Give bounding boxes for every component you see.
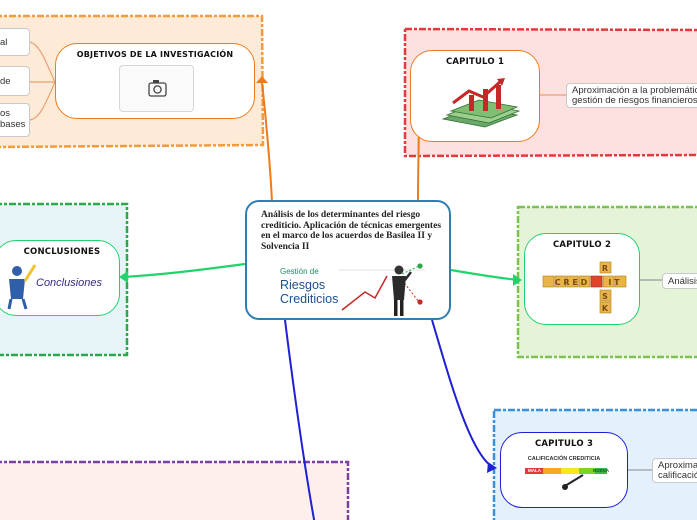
connector-capitulo3 xyxy=(431,319,495,469)
central-image-label-small: Gestión de xyxy=(280,267,319,276)
objetivos-note-2[interactable]: de xyxy=(0,66,30,96)
objetivos-note-1-text: al xyxy=(0,37,8,48)
image-placeholder[interactable] xyxy=(119,65,194,112)
capitulo3-note-text: Aproxima calificació xyxy=(658,460,697,481)
camera-icon xyxy=(148,80,167,97)
connector-objetivos xyxy=(261,81,273,203)
gauge-label-good: BUENA xyxy=(593,468,610,473)
capitulo1-note-text: Aproximación a la problemática gestión d… xyxy=(572,85,697,106)
central-image-label-line2: Crediticios xyxy=(280,292,339,306)
gauge-label-bad: MALA xyxy=(528,468,541,473)
objetivos-note-2-text: de xyxy=(0,76,11,87)
bottom-frame xyxy=(0,460,350,520)
capitulo2-note-text: Análisis xyxy=(668,276,697,287)
gauge-title: CALIFICACIÓN CREDITICIA xyxy=(527,456,601,462)
credit-word-tiles-end: I T xyxy=(608,278,620,287)
capitulo3-note[interactable]: Aproxima calificació xyxy=(652,458,697,483)
connector-conclusiones xyxy=(121,262,246,279)
objetivos-note-3-text: os bases xyxy=(0,108,26,130)
capitulo1-title: CAPITULO 1 xyxy=(445,57,505,67)
objetivos-topic[interactable]: OBJETIVOS DE LA INVESTIGACIÓN xyxy=(55,43,255,119)
objetivos-note-1[interactable]: al xyxy=(0,28,30,56)
connector-bottom xyxy=(284,319,316,520)
arrow-capitulo2 xyxy=(513,274,522,286)
risk-word-tile-r: R xyxy=(602,264,608,273)
conclusiones-image-text: Conclusiones xyxy=(36,277,103,289)
central-title: Análisis de los determinantes del riesgo… xyxy=(261,210,442,252)
capitulo2-title: CAPITULO 2 xyxy=(552,240,612,250)
conclusiones-topic[interactable]: CONCLUSIONES Conclusiones xyxy=(0,240,120,316)
money-chart-illustration xyxy=(441,78,521,128)
arrow-objetivos xyxy=(256,76,268,83)
credit-risk-tiles-illustration: C R E D I T R S K xyxy=(542,261,627,314)
capitulo1-topic[interactable]: CAPITULO 1 xyxy=(410,50,540,142)
capitulo3-title: CAPITULO 3 xyxy=(534,439,594,449)
conclusiones-illustration xyxy=(7,264,37,310)
central-image-label-line1: Riesgos xyxy=(280,278,326,292)
arrow-conclusiones xyxy=(119,271,128,283)
credit-rating-gauge xyxy=(525,468,607,490)
arrow-capitulo3 xyxy=(487,462,497,473)
capitulo2-note[interactable]: Análisis xyxy=(662,273,697,289)
capitulo2-topic[interactable]: CAPITULO 2 C R E D I T R S K xyxy=(524,233,640,325)
conclusiones-title: CONCLUSIONES xyxy=(23,247,101,257)
objetivos-title: OBJETIVOS DE LA INVESTIGACIÓN xyxy=(76,50,234,59)
risk-word-tile-k: K xyxy=(602,304,609,313)
capitulo3-topic[interactable]: CAPITULO 3 CALIFICACIÓN CREDITICIA MALA … xyxy=(500,432,628,508)
central-topic[interactable]: Análisis de los determinantes del riesgo… xyxy=(245,200,451,320)
businessman-chart-illustration xyxy=(339,263,425,316)
objetivos-note-3[interactable]: os bases xyxy=(0,103,30,137)
objetivos-side-links xyxy=(29,41,56,121)
credit-word-tiles: C R E D xyxy=(555,278,588,287)
risk-word-tile-s: S xyxy=(602,292,608,301)
capitulo1-note[interactable]: Aproximación a la problemática gestión d… xyxy=(566,83,697,108)
connector-capitulo2 xyxy=(450,268,519,282)
